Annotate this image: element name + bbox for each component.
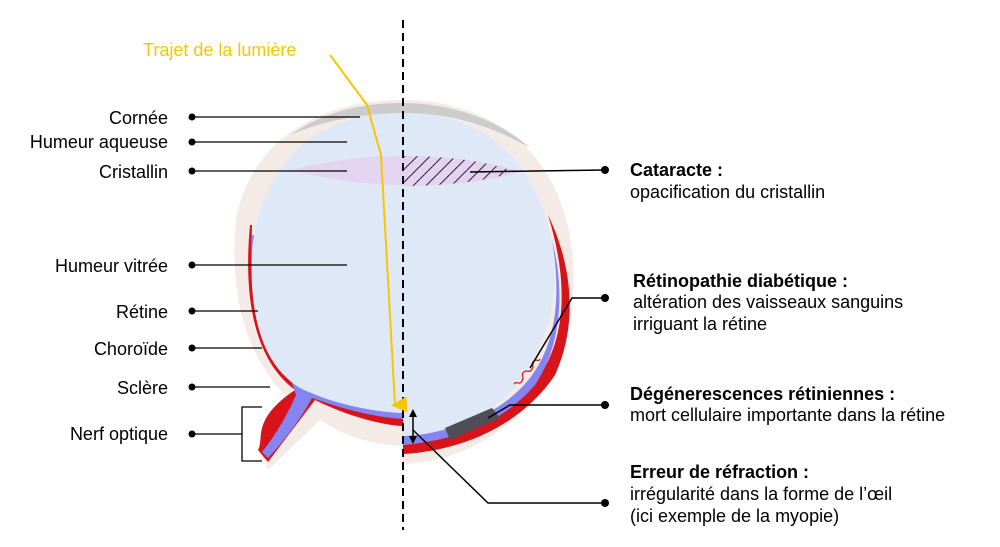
vitreous-humor bbox=[251, 112, 403, 413]
light-path-label: Trajet de la lumière bbox=[143, 40, 296, 60]
label-retina: Rétine bbox=[116, 302, 168, 322]
light-path bbox=[329, 54, 408, 413]
right-dots bbox=[601, 166, 609, 507]
label-sclera: Sclère bbox=[117, 378, 168, 398]
left-dots bbox=[188, 113, 196, 438]
diabetic-retinopathy-title: Rétinopathie diabétique : bbox=[633, 271, 848, 291]
left-labels bbox=[192, 116, 360, 462]
right-leaders bbox=[412, 169, 606, 504]
refraction-error-desc-2: (ici exemple de la myopie) bbox=[630, 506, 839, 526]
label-vitreous-humor: Humeur vitrée bbox=[55, 256, 168, 276]
cataract-hatch bbox=[403, 156, 515, 186]
diabetic-retinopathy-desc-2: irriguant la rétine bbox=[633, 314, 767, 334]
label-optic-nerve: Nerf optique bbox=[70, 424, 168, 444]
choroid-right bbox=[403, 215, 570, 454]
cornea bbox=[290, 103, 530, 148]
label-choroid: Choroïde bbox=[94, 339, 168, 359]
label-lens: Cristallin bbox=[99, 162, 168, 182]
refraction-double-arrow-icon bbox=[409, 409, 417, 444]
vitreous-humor-right bbox=[403, 112, 555, 436]
choroid-left bbox=[248, 225, 403, 462]
refraction-error-title: Erreur de réfraction : bbox=[630, 462, 809, 482]
diabetic-retinopathy-desc-1: altération des vaisseaux sanguins bbox=[633, 292, 903, 312]
retinal-degeneration bbox=[445, 408, 500, 440]
retinal-degeneration-title: Dégénerescences rétiniennes : bbox=[630, 384, 895, 404]
retina-right bbox=[403, 240, 560, 445]
cataract-desc: opacification du cristallin bbox=[630, 182, 825, 202]
label-aqueous-humor: Humeur aqueuse bbox=[30, 132, 168, 152]
retinal-degeneration-desc: mort cellulaire importante dans la rétin… bbox=[630, 405, 945, 425]
label-cornea: Cornée bbox=[109, 108, 168, 128]
cataract-title: Cataracte : bbox=[630, 160, 723, 180]
refraction-error-desc-1: irrégularité dans la forme de l’œil bbox=[630, 484, 892, 504]
